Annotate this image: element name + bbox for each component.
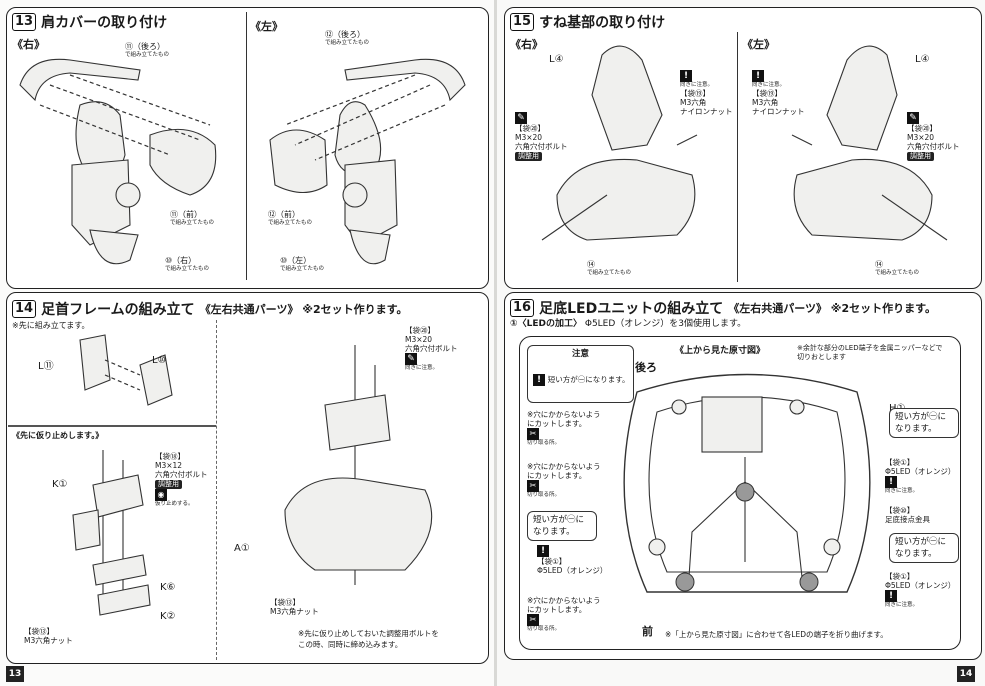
part-K6: K⑥ [160,582,176,593]
right-page: 15 すね基部の取り付け 《右》 《左》 L④ ⑭ で組み立てたもの ! 向きに… [497,0,985,686]
step16-number: 16 [510,299,535,317]
front-label: 前 [642,625,653,638]
left-arm-illustration [269,58,466,265]
step14-divider-v [216,320,218,660]
warning-icon: ! [537,545,549,557]
bag1-led-right-bottom: 【袋①】 Φ5LED（オレンジ） ! 向きに注意。 [885,572,956,608]
step15-panel [504,7,982,289]
wrench-icon: ✎ [405,353,417,365]
part-K1: K① [52,479,68,490]
shin-left-illustration [791,45,948,241]
warning-icon: ! [533,374,545,386]
adjust-tag: 調整用 [155,480,182,489]
bag13-nut-left: 【袋⑬】 M3六角ナット [24,627,73,645]
short-minus-box-left: 短い方が㊀になります。 [527,511,597,541]
led-processing-step: ①〈LEDの加工〉 Φ5LED（オレンジ）を3個使用します。 [510,319,747,329]
bag1-led-right-top: 【袋①】 Φ5LED（オレンジ） ! 向きに注意。 [885,458,956,494]
step14-bottom-note: ※先に仮り止めしておいた調整用ボルトを この時、同時に締め込みます。 [298,629,439,649]
ankle-base-illustration [284,345,433,585]
short-minus-box-top-right: 短い方が㊀になります。 [889,408,959,438]
step14-title: 14 足首フレームの組み立て 《左右共通パーツ》 ※2セット作ります。 [12,299,408,319]
step15-number: 15 [510,13,535,31]
warning-icon: ! [885,590,897,602]
step13-right-label: 《右》 [12,38,45,51]
bag20-left: ✎ 【袋⑳】 M3×20 六角穴付ボルト 調整用 [907,112,960,161]
cut-icon: ✂ [527,428,539,440]
temp-fix-heading: 《先に仮り止めします。》 [12,431,104,440]
bag20-right: ✎ 【袋⑳】 M3×20 六角穴付ボルト 調整用 [515,112,568,161]
ankle-frame-illustration [72,450,151,616]
step13-divider [246,12,247,280]
warning-icon: ! [680,70,692,82]
label-12-back: ⑫（後ろ） で組み立てたもの [325,30,370,46]
cut-note-1: ※穴にかからないようにカットします。 ✂ 切り取る所。 [527,410,601,446]
cut-icon: ✂ [527,614,539,626]
sole-outline-illustration [623,373,871,593]
bag20-bolt: 【袋⑳】 M3×20 六角穴付ボルト ✎ 向きに注意。 [405,326,458,371]
ankle-prep-illustration [79,334,173,406]
step15-left-label: 《左》 [742,38,775,51]
cut-note-2: ※穴にかからないようにカットします。 ✂ 切り取る所。 [527,462,601,498]
label-12-front: ⑫（前） で組み立てたもの [268,210,313,226]
page-number-right: 14 [957,666,975,682]
back-label: 後ろ [635,361,657,374]
step15-divider [737,32,738,282]
step13-title: 13 肩カバーの取り付け [12,12,167,32]
label-10-left: ⑩（左） で組み立てたもの [280,256,325,272]
part-L10: L⑩ [152,355,167,366]
diagram-title: 《上から見た原寸図》 [675,346,766,356]
step13-left-label: 《左》 [250,20,283,33]
part-L11: L⑪ [38,361,54,372]
bag1-led-left: ! 【袋①】 Φ5LED（オレンジ） [537,545,608,575]
step16-bottom-note: ※「上から見た原寸図」に合わせて各LEDの端子を折り曲げます。 [665,630,888,639]
part-L4-left: L④ [915,54,930,65]
short-minus-box-bottom-right: 短い方が㊀になります。 [889,533,959,563]
step15-right-label: 《右》 [510,38,543,51]
bag19-right: ! 向きに注意。 【袋⑲】 M3六角 ナイロンナット [680,70,733,116]
screw-icon: ◉ [155,489,167,501]
bag13-nut-center: 【袋⑬】 M3六角ナット [270,598,319,616]
wrench-icon: ✎ [515,112,527,124]
step14-divider-h [8,425,216,427]
step13-number: 13 [12,13,37,31]
label-11-front: ⑪（前） で組み立てたもの [170,210,215,226]
bag10-contact: 【袋⑩】 足底接点金具 [885,506,930,524]
adjust-tag: 調整用 [907,152,934,161]
caution-box: 注意 ! 短い方が㊀になります。 [527,345,634,403]
wrench-icon: ✎ [907,112,919,124]
part-K2: K② [160,611,176,622]
part-A1: A① [234,543,250,554]
part-L4-right: L④ [549,54,564,65]
bag19-left: ! 向きに注意。 【袋⑲】 M3六角 ナイロンナット [752,70,805,116]
label-11-back: ⑪（後ろ） で組み立てたもの [125,42,170,58]
cut-icon: ✂ [527,480,539,492]
trim-note: ※余計な部分のLED端子を金属ニッパーなどで切りおとします [797,344,943,361]
step16-title: 16 足底LEDユニットの組み立て 《左右共通パーツ》 ※2セット作ります。 [510,298,936,318]
gutter [494,0,497,686]
adjust-tag: 調整用 [515,152,542,161]
cut-note-3: ※穴にかからないようにカットします。 ✂ 切り取る所。 [527,596,601,632]
right-arm-illustration [19,58,217,265]
step14-number: 14 [12,300,37,318]
label-14-left: ⑭ で組み立てたもの [875,260,920,276]
shin-right-illustration [541,45,698,241]
page-number-left: 13 [6,666,24,682]
bag18-bolt: 【袋⑱】 M3×12 六角穴付ボルト 調整用 ◉ 仮り止めする。 [155,452,208,507]
left-page: 13 肩カバーの取り付け 《右》 《左》 ⑪（後ろ） で組み立てたもの ⑪（前）… [6,7,489,682]
step15-title: 15 すね基部の取り付け [510,12,665,32]
warning-icon: ! [752,70,764,82]
label-10-right: ⑩（右） で組み立てたもの [165,256,210,272]
label-14-right: ⑭ で組み立てたもの [587,260,632,276]
note-assemble-first: ※先に組み立てます。 [12,321,90,330]
warning-icon: ! [885,476,897,488]
